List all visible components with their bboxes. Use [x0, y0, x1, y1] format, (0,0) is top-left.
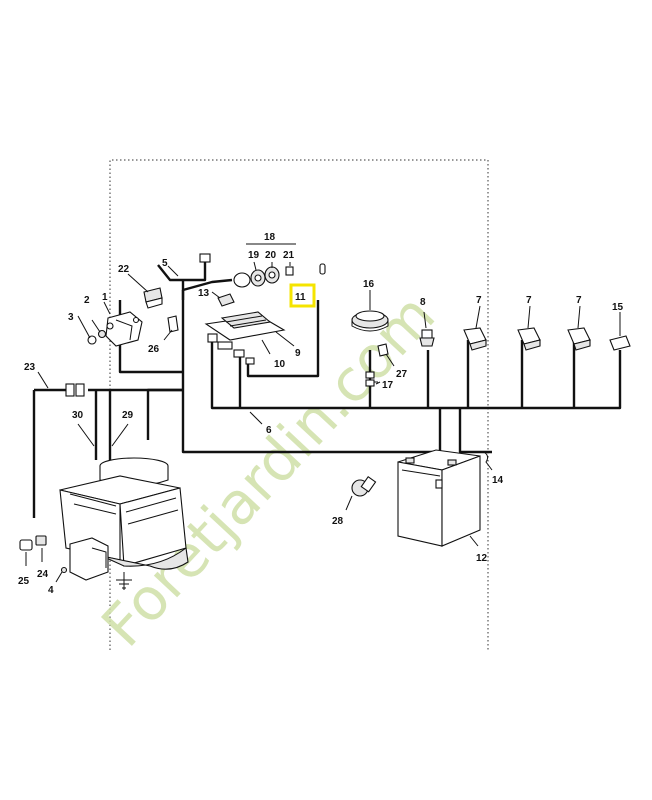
label-1: 1 — [102, 292, 108, 303]
part-7-switch-b — [517, 305, 541, 351]
label-30: 30 — [72, 410, 84, 421]
part-labels: 1 2 3 4 5 6 7 7 7 8 9 10 11 12 13 14 15 … — [18, 232, 624, 596]
wiring-harness — [32, 262, 622, 518]
label-10: 10 — [274, 359, 286, 370]
label-13: 13 — [198, 288, 210, 299]
label-29: 29 — [122, 410, 134, 421]
label-15: 15 — [612, 302, 624, 313]
label-20: 20 — [265, 250, 277, 261]
label-22: 22 — [118, 264, 130, 275]
label-18: 18 — [264, 232, 276, 243]
label-9: 9 — [295, 348, 301, 359]
label-6: 6 — [266, 425, 272, 436]
parts-24-25-sensor — [19, 535, 47, 566]
label-21: 21 — [283, 250, 295, 261]
part-22-key-switch — [127, 273, 163, 309]
label-2: 2 — [84, 295, 90, 306]
leader-lines — [37, 265, 378, 447]
label-4: 4 — [48, 585, 54, 596]
engine — [55, 457, 189, 590]
part-26-clip — [163, 315, 179, 341]
part-12-battery — [397, 449, 493, 547]
part-1-solenoid — [103, 301, 143, 347]
part-7-switch-a — [463, 305, 487, 351]
label-28: 28 — [332, 516, 344, 527]
part-2-nut — [97, 329, 107, 339]
part-7-switch-c — [567, 305, 591, 351]
label-25: 25 — [18, 576, 30, 587]
part-15-connector — [609, 312, 631, 351]
part-9-10-board — [204, 311, 295, 355]
label-27: 27 — [396, 369, 408, 380]
label-17: 17 — [382, 380, 394, 391]
label-23: 23 — [24, 362, 36, 373]
label-26: 26 — [148, 344, 160, 355]
label-16: 16 — [363, 279, 375, 290]
part-16-lamp — [351, 290, 389, 332]
label-7a: 7 — [476, 295, 482, 306]
part-27-connector — [377, 343, 395, 367]
label-8: 8 — [420, 297, 426, 308]
highlight-box-11 — [289, 283, 316, 308]
label-7b: 7 — [526, 295, 532, 306]
part-13-fuse — [211, 291, 235, 307]
label-11: 11 — [295, 292, 306, 303]
label-14: 14 — [492, 475, 504, 486]
harness-connectors — [65, 253, 375, 397]
parts-19-21-plug — [233, 243, 296, 288]
part-28-bulb — [345, 476, 377, 511]
label-12: 12 — [476, 553, 488, 564]
label-24: 24 — [37, 569, 49, 580]
label-19: 19 — [248, 250, 260, 261]
part-8-sensor — [419, 311, 435, 347]
label-5: 5 — [162, 258, 168, 269]
label-7c: 7 — [576, 295, 582, 306]
label-3: 3 — [68, 312, 74, 323]
